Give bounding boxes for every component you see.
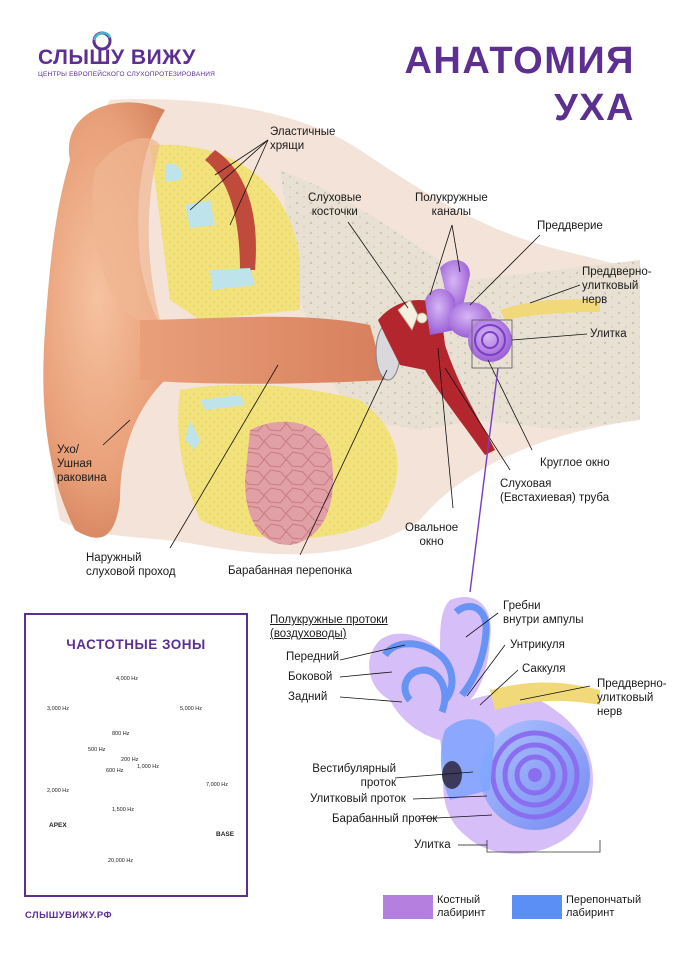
page-title-line1: АНАТОМИЯ [404, 40, 635, 82]
hz-1000: 1,000 Hz [137, 764, 160, 770]
hz-5000: 5,000 Hz [180, 706, 203, 712]
hz-4000: 4,000 Hz [116, 676, 139, 682]
hz-20000: 20,000 Hz [108, 858, 134, 864]
label-semicircular-ducts: Полукружные протоки(воздуховоды) [270, 614, 388, 640]
label-detail-cochlea: Улитка [414, 839, 451, 851]
label-vestibule: Преддверие [537, 220, 603, 232]
brand-name: СЛЫШУ ВИЖУ [38, 46, 196, 69]
label-apex: APEX [49, 822, 67, 829]
hz-500: 500 Hz [88, 747, 106, 753]
legend-swatch-bony [383, 895, 433, 919]
brand-logo-mark [92, 31, 112, 51]
label-base: BASE [216, 831, 235, 838]
frequency-zones-panel: ЧАСТОТНЫЕ ЗОНЫ [24, 613, 248, 897]
label-utricle: Унтрикуля [510, 639, 565, 651]
hz-800: 800 Hz [112, 731, 130, 737]
frequency-zones-title: ЧАСТОТНЫЕ ЗОНЫ [66, 637, 206, 652]
hz-1500: 1,500 Hz [112, 807, 135, 813]
label-eustachian-tube: Слуховая(Евстахиевая) труба [500, 478, 610, 504]
label-posterior-duct: Задний [288, 691, 328, 703]
label-lateral-duct: Боковой [288, 671, 333, 683]
hz-200: 200 Hz [121, 757, 139, 763]
hz-2000: 2,000 Hz [47, 788, 70, 794]
label-tympanic-duct: Барабанный проток [332, 813, 438, 825]
legend-swatch-membranous [512, 895, 562, 919]
brand-tagline: ЦЕНТРЫ ЕВРОПЕЙСКОГО СЛУХОПРОТЕЗИРОВАНИЯ [38, 71, 216, 78]
hz-600: 600 Hz [106, 768, 124, 774]
label-saccule: Саккуля [522, 663, 566, 675]
label-eardrum: Барабанная перепонка [228, 565, 353, 577]
label-anterior-duct: Передний [286, 651, 340, 663]
hz-3000: 3,000 Hz [47, 706, 70, 712]
site-url: СЛЫШУВИЖУ.РФ [25, 910, 113, 921]
label-cochlear-duct: Улитковый проток [310, 793, 406, 805]
page-title-line2: УХА [554, 87, 635, 129]
label-round-window: Круглое окно [540, 457, 610, 469]
label-cochlea: Улитка [590, 328, 627, 340]
hz-7000: 7,000 Hz [206, 782, 229, 788]
